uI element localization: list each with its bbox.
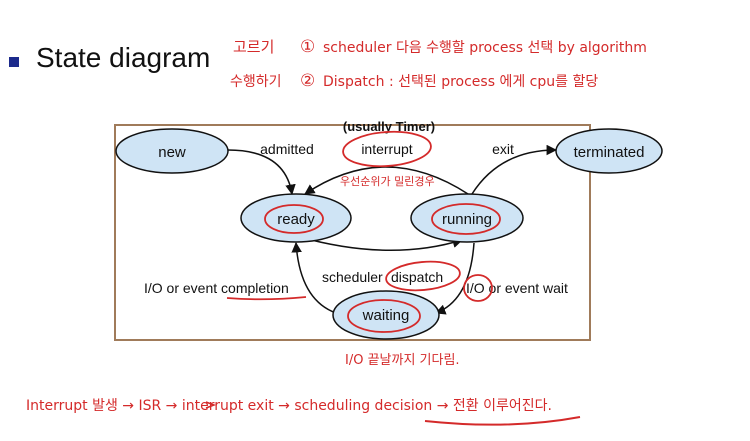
label-exit: exit bbox=[492, 141, 514, 157]
state-ready-label: ready bbox=[277, 211, 315, 228]
label-admitted: admitted bbox=[260, 141, 314, 157]
note-line2-prefix: 수행하기 bbox=[230, 74, 282, 90]
note-line2-text: Dispatch : 선택된 process 에게 cpu를 할당 bbox=[323, 74, 598, 90]
arrow-dispatch bbox=[299, 236, 464, 252]
label-io-wait: I/O or event wait bbox=[466, 280, 568, 296]
red-circle-running bbox=[431, 203, 501, 235]
note-bottom-flow: Interrupt 발생 → ISR → interrupt exit → sc… bbox=[26, 398, 552, 414]
red-circle-waiting bbox=[347, 299, 421, 333]
arrow-io-completion bbox=[291, 241, 337, 314]
arrow-admitted bbox=[227, 149, 296, 196]
note-line1-text: scheduler 다음 수행할 process 선택 by algorithm bbox=[323, 40, 647, 56]
state-ready bbox=[240, 193, 352, 243]
red-circle-dispatch bbox=[385, 260, 461, 292]
bullet-marker bbox=[9, 57, 19, 67]
label-interrupt: interrupt bbox=[361, 141, 412, 157]
state-terminated bbox=[555, 128, 663, 174]
note-line2-num: ② bbox=[300, 71, 315, 91]
state-waiting-label: waiting bbox=[362, 307, 410, 324]
red-circle-interrupt bbox=[342, 130, 432, 168]
arrow-exit bbox=[471, 144, 558, 195]
state-running-label: running bbox=[442, 211, 492, 228]
note-interrupt: 우선순위가 밀린경우 bbox=[340, 175, 435, 188]
note-line1-num: ① bbox=[300, 37, 315, 57]
note-line1-prefix: 고르기 bbox=[233, 38, 274, 56]
state-running bbox=[410, 193, 524, 243]
diagram-frame bbox=[114, 124, 591, 341]
label-dispatch: dispatch bbox=[391, 269, 443, 285]
red-underline-scheduling bbox=[424, 416, 581, 426]
state-terminated-label: terminated bbox=[574, 144, 645, 161]
red-circle-ready bbox=[264, 204, 324, 234]
note-waiting: I/O 끝날까지 기다림. bbox=[345, 353, 460, 368]
label-io-completion: I/O or event completion bbox=[144, 280, 289, 296]
red-underline-completion bbox=[226, 296, 307, 301]
arrow-io-wait bbox=[435, 242, 475, 315]
state-new bbox=[115, 128, 229, 174]
slide-title: State diagram bbox=[36, 42, 211, 73]
label-scheduler: scheduler bbox=[322, 269, 383, 285]
frame-label: (usually Timer) bbox=[343, 119, 435, 134]
red-circle-io bbox=[463, 274, 493, 302]
state-new-label: new bbox=[158, 144, 186, 161]
red-arrow-mark-left bbox=[205, 401, 217, 409]
